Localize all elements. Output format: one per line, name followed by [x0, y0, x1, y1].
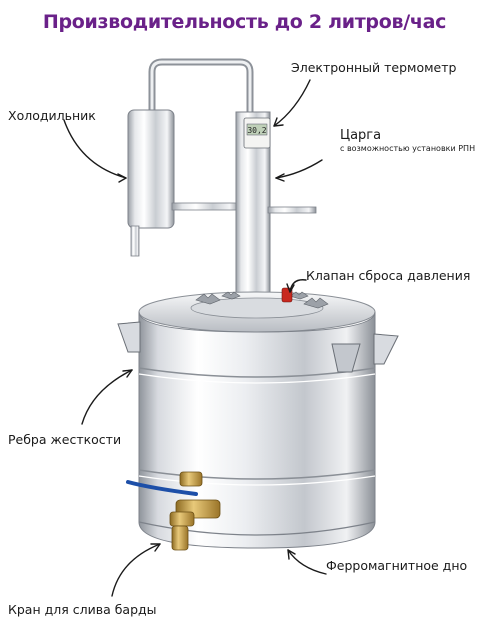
arrow-cooler — [63, 119, 127, 179]
label-column: Царга — [340, 128, 382, 143]
arrow-bottom — [287, 549, 327, 575]
drain-tap — [126, 471, 221, 551]
tap-handle — [126, 480, 198, 496]
svg-text:30,2: 30,2 — [247, 126, 266, 135]
label-thermometer: Электронный термометр — [291, 60, 457, 75]
stiffening-rib-2 — [138, 469, 376, 480]
label-valve: Клапан сброса давления — [306, 268, 471, 283]
handle-right — [331, 333, 399, 373]
column: 30,2 — [235, 111, 317, 313]
label-ribs: Ребра жесткости — [8, 432, 122, 447]
arrow-thermometer — [273, 79, 311, 127]
arrow-column — [275, 159, 323, 179]
label-bottom: Ферромагнитное дно — [326, 558, 468, 573]
label-tap: Кран для слива барды — [8, 602, 157, 617]
cooler — [127, 109, 241, 257]
callout-arrows — [63, 79, 327, 597]
handle-left — [117, 321, 141, 353]
ferromagnetic-bottom — [138, 521, 376, 536]
headline: Производительность до 2 литров/час — [42, 11, 447, 33]
thermometer: 30,2 — [243, 117, 271, 149]
label-cooler: Холодильник — [8, 108, 96, 123]
lid — [138, 287, 376, 333]
vapor-pipe — [148, 58, 254, 118]
arrow-tap — [111, 543, 161, 597]
arrow-valve — [289, 279, 307, 293]
arrow-ribs — [81, 369, 133, 425]
label-column-sub: с возможностью установки РПН — [340, 144, 476, 153]
pot — [117, 311, 399, 549]
